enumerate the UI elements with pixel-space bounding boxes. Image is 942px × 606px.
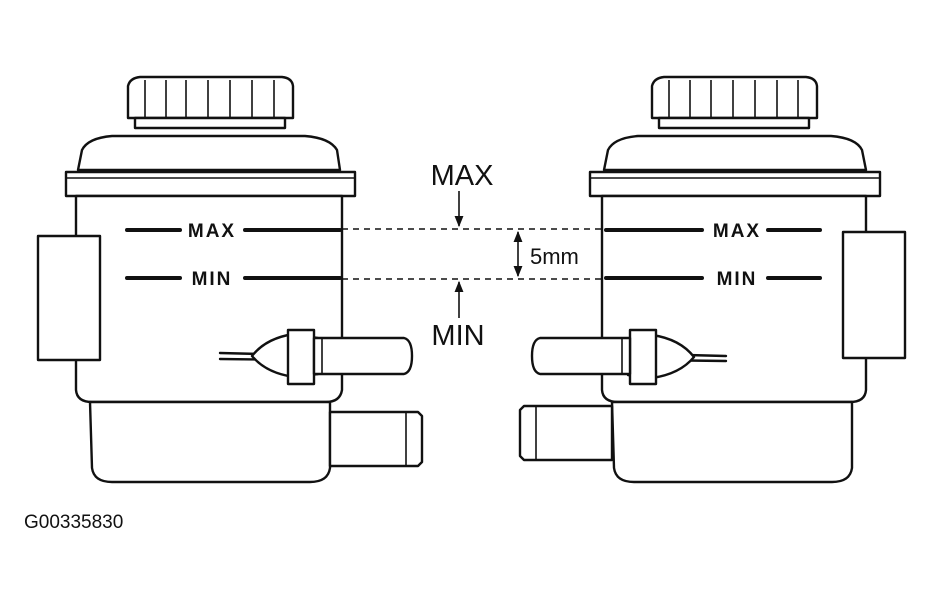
left-reservoir: MAX MIN xyxy=(36,75,424,484)
right-inlet-fitting xyxy=(530,328,728,386)
min-callout-label: MIN xyxy=(431,320,484,352)
left-reservoir-cap xyxy=(126,75,295,130)
right-lower-outlet xyxy=(518,404,614,462)
right-min-label: MIN xyxy=(717,269,758,290)
left-max-label: MAX xyxy=(188,221,236,242)
right-max-label: MAX xyxy=(713,221,761,242)
max-callout-label: MAX xyxy=(431,160,494,192)
figure-code: G00335830 xyxy=(24,512,124,533)
left-side-tab xyxy=(36,234,102,362)
right-side-tab xyxy=(841,230,907,360)
left-min-label: MIN xyxy=(192,269,233,290)
level-callouts: MAX MIN 5mm xyxy=(342,160,604,352)
left-inlet-fitting xyxy=(218,328,414,386)
right-reservoir-cap xyxy=(650,75,819,130)
right-reservoir: MAX MIN xyxy=(518,75,907,484)
left-lower-outlet xyxy=(328,410,424,468)
gap-dimension-label: 5mm xyxy=(530,244,579,269)
